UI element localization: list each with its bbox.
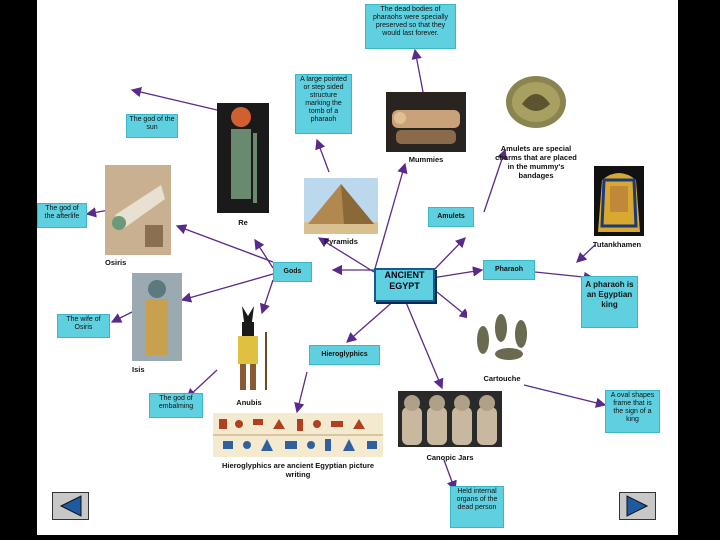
note-mummies: The dead bodies of pharaohs were special…	[365, 4, 456, 49]
node-hieroglyphics[interactable]: Hieroglyphics	[309, 345, 380, 365]
osiris-image	[105, 165, 171, 255]
canopic-jars-image	[398, 391, 502, 447]
isis-image	[132, 273, 182, 361]
caption-tutankhamen: Tutankhamen	[592, 240, 642, 249]
re-image	[217, 103, 269, 213]
caption-canopic-jars: Canopic Jars	[426, 453, 474, 462]
tutankhamen-image	[594, 166, 644, 236]
hub-line-2: EGYPT	[389, 281, 420, 291]
cartouche-image	[467, 306, 537, 368]
note-pharaoh: A pharaoh is an Egyptian king	[581, 276, 638, 328]
right-triangle-icon	[626, 495, 649, 517]
note-re: The god of the sun	[126, 114, 178, 138]
slide: ANCIENT EGYPT Gods Pharaoh Amulets Hiero…	[37, 0, 678, 535]
pyramid-image	[304, 178, 378, 234]
node-gods[interactable]: Gods	[273, 262, 312, 282]
node-pharaoh[interactable]: Pharaoh	[483, 260, 535, 280]
node-amulets[interactable]: Amulets	[428, 207, 474, 227]
caption-isis: Isis	[132, 365, 145, 374]
caption-mummies: Mummies	[408, 155, 444, 164]
hieroglyphics-image	[213, 413, 383, 457]
note-anubis: The god of embalming	[149, 393, 203, 418]
caption-pyramids: Pyramids	[324, 237, 358, 246]
caption-cartouche: Cartouche	[483, 374, 521, 383]
note-cartouche: A oval shapes frame that is the sign of …	[605, 390, 660, 433]
connector-arrows	[85, 48, 607, 492]
back-button[interactable]	[52, 492, 89, 520]
note-pyramid: A large pointed or step sided structure …	[295, 74, 352, 134]
note-isis: The wife of Osiris	[57, 314, 110, 338]
central-topic-ancient-egypt[interactable]: ANCIENT EGYPT	[374, 268, 435, 302]
caption-anubis: Anubis	[236, 398, 262, 407]
left-triangle-icon	[59, 495, 82, 517]
mummies-image	[386, 92, 466, 152]
hub-line-1: ANCIENT	[384, 270, 425, 280]
anubis-image	[238, 306, 267, 390]
caption-re: Re	[238, 218, 248, 227]
caption-osiris: Osiris	[105, 258, 127, 267]
amulet-image	[506, 76, 566, 128]
note-osiris: The god of the afterlife	[37, 203, 87, 228]
forward-button[interactable]	[619, 492, 656, 520]
caption-amulets-description: Amulets are special charms that are plac…	[495, 144, 577, 180]
note-canopic: Held internal organs of the dead person	[450, 486, 504, 528]
caption-hieroglyphics-description: Hieroglyphics are ancient Egyptian pictu…	[221, 461, 375, 479]
